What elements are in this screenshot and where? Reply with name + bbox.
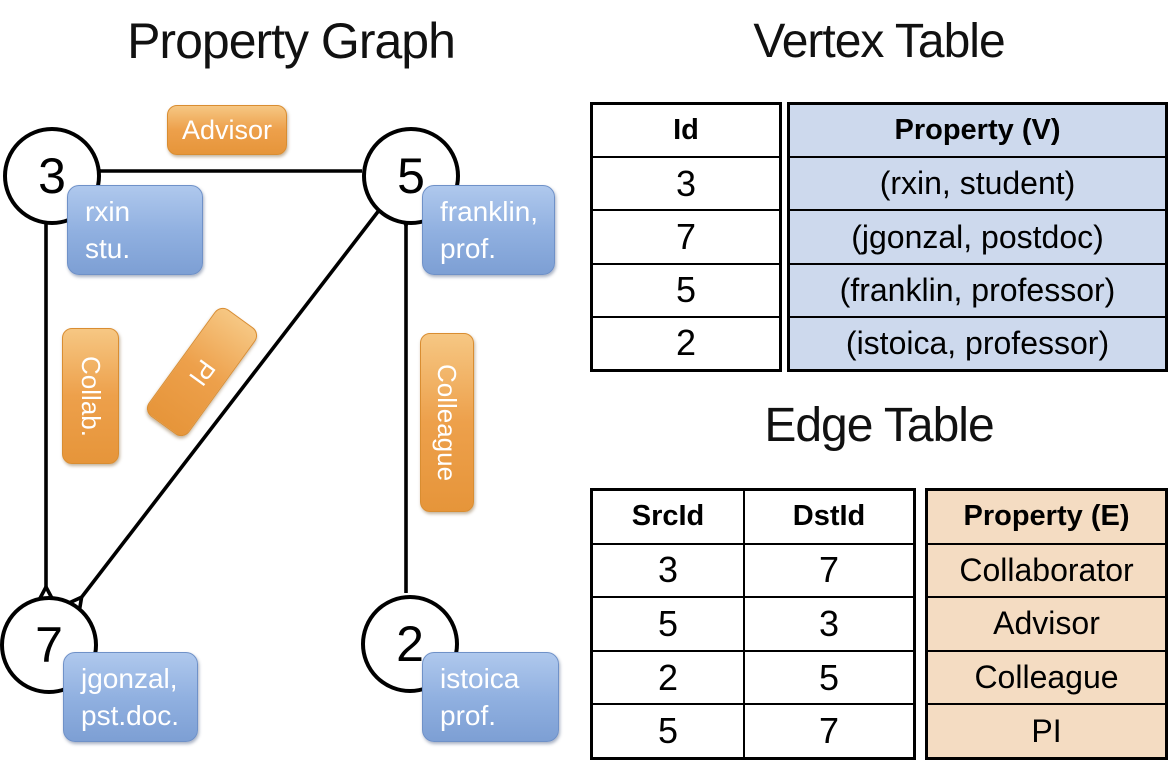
vertex-property-line1: franklin,	[440, 196, 539, 227]
edge-src-cell: 3	[657, 549, 679, 591]
vertex-table-property-column: Property (V) (rxin, student) (jgonzal, p…	[787, 102, 1168, 372]
edge-src-cell: 2	[657, 656, 679, 698]
edge-table-property-column: Property (E) Collaborator Advisor Collea…	[925, 488, 1168, 760]
vertex-property-line1: jgonzal,	[81, 663, 178, 694]
vertex-property-line1: rxin	[85, 196, 131, 227]
vertex-id-cell: 5	[675, 269, 697, 311]
edge-table-property-header: Property (E)	[963, 500, 1130, 533]
edge-property-cell: Collaborator	[959, 551, 1134, 588]
edge-table-title: Edge Table	[764, 399, 994, 452]
vertex-property-line2: prof.	[440, 700, 497, 731]
vertex-property-line2: pst.doc.	[81, 700, 180, 731]
edge-dst-cell: 3	[743, 598, 913, 650]
edge-table-dstid-header: DstId	[743, 491, 913, 543]
vertex-property-line2: stu.	[85, 233, 131, 264]
edge-dst-cell: 7	[743, 705, 913, 757]
vertex-table-title: Vertex Table	[753, 15, 1005, 68]
vertex-property-box-istoica: istoica prof.	[422, 652, 559, 742]
vertex-property-line2: prof.	[440, 233, 497, 264]
edge-label-text: Advisor	[181, 114, 273, 145]
node-3-id: 3	[38, 148, 66, 204]
vertex-property-box-franklin: franklin, prof.	[422, 185, 555, 275]
vertex-property-cell: (rxin, student)	[879, 165, 1076, 202]
edge-label-text: Collab.	[76, 355, 106, 437]
vertex-table-id-header: Id	[673, 114, 699, 147]
edge-dst-cell: 5	[743, 651, 913, 704]
edge-table-src-dst-columns: SrcId DstId 3 7 5 3 2 5 5 7	[590, 488, 916, 760]
edge-label-text: Colleague	[432, 363, 463, 482]
property-graph-title: Property Graph	[127, 13, 456, 69]
vertex-property-line1: istoica	[440, 663, 520, 694]
vertex-property-box-jgonzal: jgonzal, pst.doc.	[63, 652, 198, 742]
vertex-table-id-column: Id 3 7 5 2	[590, 102, 782, 372]
edge-property-cell: Colleague	[974, 659, 1119, 696]
edge-dst-cell: 7	[743, 544, 913, 597]
edge-property-cell: Advisor	[993, 605, 1100, 642]
edge-table-srcid-header: SrcId	[631, 500, 705, 533]
node-2-id: 2	[396, 616, 424, 672]
node-7-id: 7	[35, 617, 63, 673]
vertex-id-cell: 2	[675, 322, 697, 364]
vertex-table: Id 3 7 5 2 Property (V) (rxin, student) …	[590, 102, 1168, 372]
vertex-property-cell: (istoica, professor)	[845, 324, 1110, 361]
edge-src-cell: 5	[657, 710, 679, 752]
edge-label-advisor: Advisor	[167, 105, 287, 155]
edge-label-text: PI	[183, 353, 222, 392]
vertex-property-cell: (franklin, professor)	[839, 271, 1116, 308]
edge-table: SrcId DstId 3 7 5 3 2 5 5 7 Property (E)…	[590, 488, 1168, 760]
vertex-property-box-rxin: rxin stu.	[67, 185, 203, 275]
vertex-id-cell: 7	[675, 216, 697, 257]
edge-label-colleague: Colleague	[420, 333, 474, 512]
vertex-id-cell: 3	[675, 162, 697, 204]
graph-edges-layer	[0, 0, 580, 760]
graph-node-2: 2	[361, 595, 459, 693]
edge-label-collab: Collab.	[62, 328, 119, 464]
edge-pi-arrow	[81, 207, 382, 598]
node-5-id: 5	[397, 148, 425, 204]
edge-property-cell: PI	[1031, 712, 1062, 749]
vertex-table-property-header: Property (V)	[894, 114, 1061, 147]
edge-src-cell: 5	[657, 602, 679, 644]
vertex-property-cell: (jgonzal, postdoc)	[851, 218, 1104, 255]
